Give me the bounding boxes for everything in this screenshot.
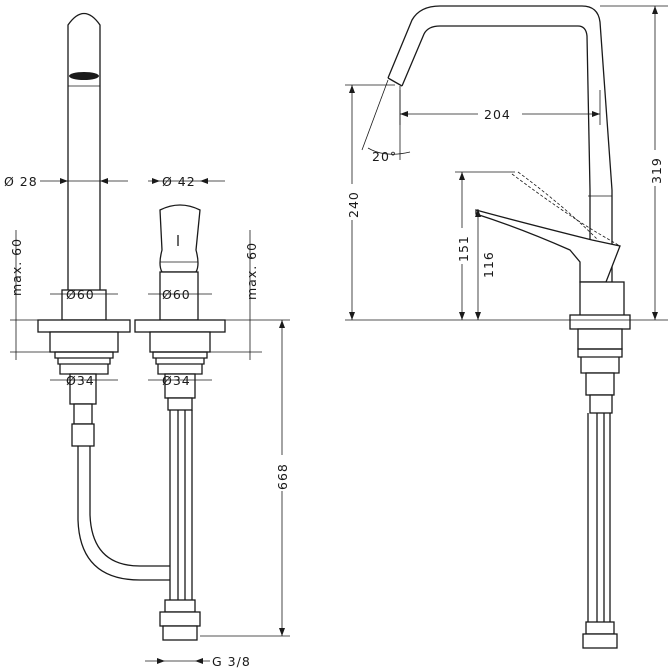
dim-lever-raised: 151 xyxy=(456,235,471,262)
dim-max-left: max. 60 xyxy=(9,238,24,296)
left-dimensions: Ø 28 Ø 42 Ø60 Ø60 Ø34 Ø34 max. 60 max. 6… xyxy=(4,174,290,669)
dim-base-left: Ø60 xyxy=(66,287,95,302)
dim-hose-length: 668 xyxy=(275,463,290,490)
dim-total-height: 319 xyxy=(649,157,664,184)
spout-unit-front-view xyxy=(37,12,170,581)
dim-lever-height: 116 xyxy=(481,251,496,278)
dim-base-right: Ø60 xyxy=(162,287,191,302)
dim-shank-right: Ø34 xyxy=(162,373,191,388)
handle-unit-front-view xyxy=(134,204,226,641)
dim-shank-left: Ø34 xyxy=(66,373,95,388)
dim-thread: G 3/8 xyxy=(212,654,251,669)
dim-handle-diameter: Ø 42 xyxy=(162,174,196,189)
right-dimensions: 319 240 151 116 204 20° xyxy=(344,5,668,321)
aerator xyxy=(69,72,99,80)
dim-spout-height: 240 xyxy=(346,191,361,218)
mixer-side-view xyxy=(387,5,631,649)
dim-reach: 204 xyxy=(484,107,511,122)
dim-angle: 20° xyxy=(372,149,397,164)
dim-max-right: max. 60 xyxy=(244,242,259,300)
dim-spout-diameter: Ø 28 xyxy=(4,174,38,189)
